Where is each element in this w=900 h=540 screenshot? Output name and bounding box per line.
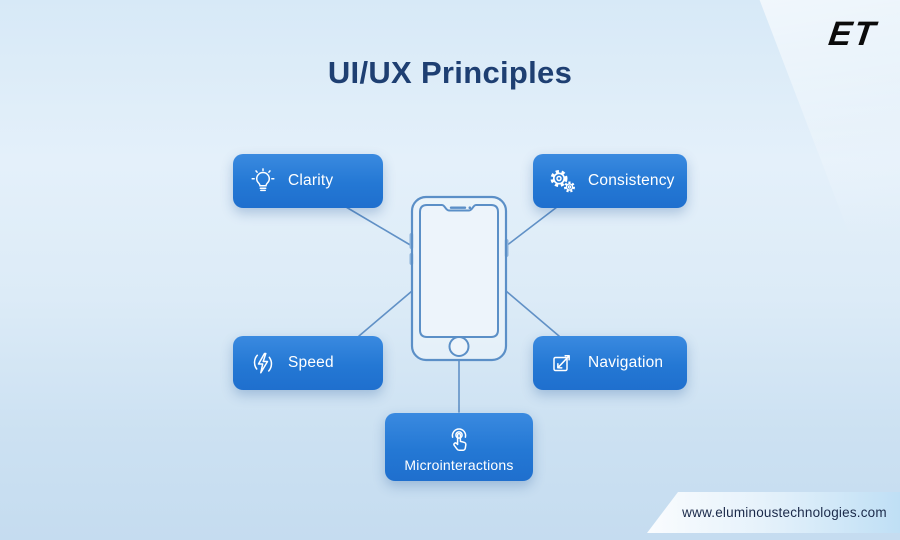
gears-icon <box>546 168 580 195</box>
principle-label: Speed <box>288 354 334 371</box>
principle-card-navigation: Navigation <box>533 336 687 390</box>
tap-icon <box>442 424 476 456</box>
page-title: UI/UX Principles <box>327 55 573 90</box>
company-logo: ET <box>825 15 879 53</box>
website-url: www.eluminoustechnologies.com <box>682 505 887 520</box>
smartphone-graphic <box>404 189 514 374</box>
principle-label: Consistency <box>588 172 675 189</box>
principle-card-speed: Speed <box>233 336 383 390</box>
principle-card-consistency: Consistency <box>533 154 687 208</box>
principle-label: Microinteractions <box>404 456 514 473</box>
footer-band: www.eluminoustechnologies.com <box>647 492 900 533</box>
principle-label: Navigation <box>588 354 664 371</box>
principle-card-microinteractions: Microinteractions <box>385 413 533 481</box>
principle-label: Clarity <box>288 172 334 189</box>
navigation-arrows-icon <box>546 350 580 377</box>
phone-icon <box>409 195 509 362</box>
lightning-icon <box>246 350 280 377</box>
principle-card-clarity: Clarity <box>233 154 383 208</box>
lightbulb-icon <box>246 167 280 195</box>
